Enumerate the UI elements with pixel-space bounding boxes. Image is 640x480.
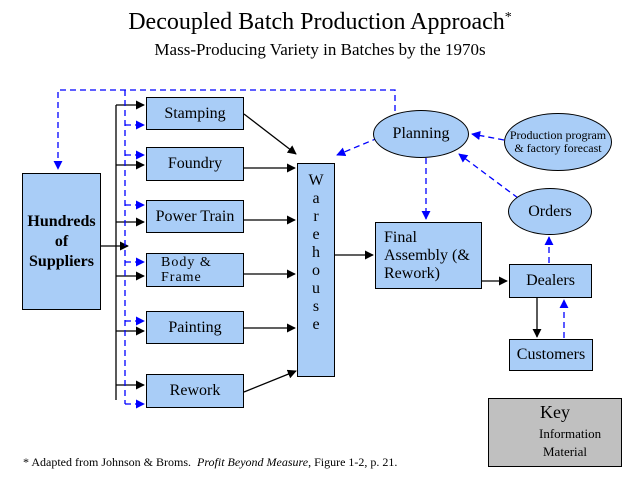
customers-box: Customers	[509, 339, 593, 371]
production-program-ellipse: Production program & factory forecast	[504, 113, 612, 171]
diagram-title: Decoupled Batch Production Approach*	[128, 9, 512, 35]
title-asterisk: *	[504, 10, 512, 25]
warehouse-letter: u	[312, 280, 320, 297]
warehouse-letter: h	[312, 244, 320, 261]
warehouse-letter: e	[312, 226, 320, 243]
source-footnote: * Adapted from Johnson & Broms. Profit B…	[23, 455, 398, 469]
info-planning-to-warehouse	[336, 137, 379, 157]
info-production-to-planning	[471, 131, 505, 141]
material-rework-to-warehouse	[243, 369, 297, 393]
planning-ellipse: Planning	[373, 110, 469, 158]
material-stamping-to-warehouse	[243, 113, 297, 155]
warehouse-box: W a r e h o u s e	[297, 163, 335, 377]
warehouse-letter: a	[312, 190, 320, 207]
final-assembly-box: Final Assembly (& Rework)	[375, 222, 482, 289]
warehouse-letter: o	[312, 262, 320, 279]
foundry-box: Foundry	[146, 147, 244, 181]
material-flow-lines	[101, 100, 542, 400]
warehouse-letter: r	[313, 208, 319, 225]
body-frame-box: Body & Frame	[146, 253, 244, 287]
stamping-box: Stamping	[146, 97, 244, 130]
orders-ellipse: Orders	[508, 188, 592, 235]
diagram-subtitle: Mass-Producing Variety in Batches by the…	[154, 40, 486, 59]
legend-key: Key Information Material	[488, 398, 622, 467]
key-title: Key	[540, 402, 570, 422]
key-material-label: Material	[543, 444, 588, 459]
book-title: Profit Beyond Measure	[197, 455, 309, 469]
key-information-label: Information	[539, 426, 602, 441]
rework-box: Rework	[146, 374, 244, 408]
warehouse-letter: e	[312, 316, 320, 333]
information-flow-lines	[53, 89, 569, 409]
info-orders-to-planning	[458, 153, 519, 199]
painting-box: Painting	[146, 311, 244, 344]
power-train-box: Power Train	[146, 200, 244, 233]
dealers-box: Dealers	[509, 264, 592, 298]
info-top-loop	[53, 89, 396, 170]
warehouse-letter: s	[312, 298, 320, 315]
warehouse-letter: W	[308, 172, 324, 189]
suppliers-box: Hundreds of Suppliers	[22, 173, 101, 310]
